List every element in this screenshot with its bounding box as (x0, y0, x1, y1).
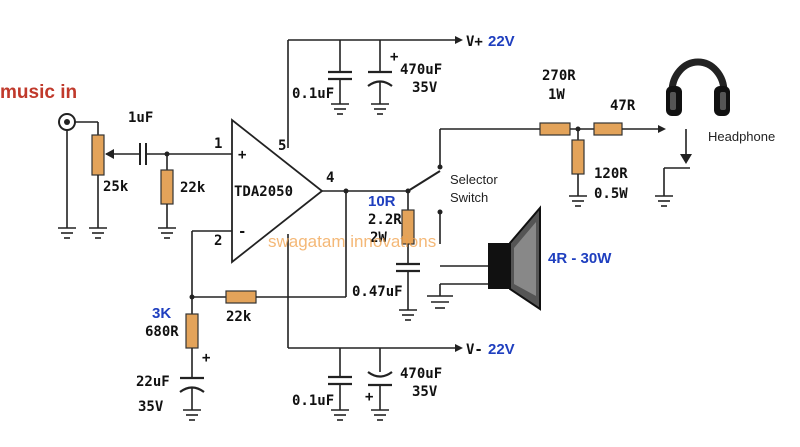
r-47 (593, 122, 623, 136)
c-in-label: 1uF (128, 110, 153, 126)
svg-text:+: + (365, 389, 373, 405)
tda2050-ic (231, 118, 324, 264)
svg-text:1: 1 (214, 136, 222, 152)
c-neg-small-label: 0.1uF (292, 393, 334, 409)
r-270-watt: 1W (548, 87, 565, 103)
ground-icon (371, 103, 389, 115)
ground-icon (158, 227, 176, 239)
c-neg-big-label: 470uF (400, 366, 442, 382)
r-120-watt: 0.5W (594, 186, 628, 202)
r-120 (571, 139, 585, 175)
svg-text:2: 2 (214, 233, 222, 249)
r-bias-label: 22k (180, 180, 206, 196)
vneg-value: 22V (488, 341, 515, 358)
vneg-prefix: V- (466, 342, 483, 358)
ground-icon (331, 103, 349, 115)
vpos-value: 22V (488, 33, 515, 50)
ground-icon (371, 409, 389, 421)
svg-text:+: + (202, 350, 210, 366)
r-270 (539, 122, 571, 136)
c-22uf-volt: 35V (138, 399, 164, 415)
r-zobel-label: 2.2R (368, 212, 402, 228)
c-pos-small-label: 0.1uF (292, 86, 334, 102)
c-pos-big-volt: 35V (412, 80, 438, 96)
ground-icon (58, 227, 76, 239)
r-fb-label: 22k (226, 309, 252, 325)
ground-icon (569, 195, 587, 207)
r-120-label: 120R (594, 166, 628, 182)
ground-icon (399, 309, 417, 321)
r-270-label: 270R (542, 68, 576, 84)
rca-jack-icon (58, 113, 76, 131)
r-680-label: 680R (145, 324, 179, 340)
ground-icon (427, 295, 453, 309)
headphone-label: Headphone (708, 129, 775, 144)
svg-text:4: 4 (326, 170, 334, 186)
r-fb-22k (225, 290, 257, 304)
pot-25k (91, 134, 105, 176)
ground-icon (89, 227, 107, 239)
r-bias-22k (160, 169, 174, 205)
ic-label: TDA2050 (234, 184, 293, 200)
ground-icon (183, 409, 201, 421)
watermark: swagatam innovations (268, 232, 436, 251)
c-neg-big-volt: 35V (412, 384, 438, 400)
svg-text:+: + (390, 49, 398, 65)
ground-icon (331, 409, 349, 421)
c-zobel-label: 0.47uF (352, 284, 403, 300)
headphone-icon (666, 58, 730, 116)
selector-label-2: Switch (450, 190, 488, 205)
c-22uf-label: 22uF (136, 374, 170, 390)
r-47-label: 47R (610, 98, 636, 114)
svg-text:+: + (238, 147, 246, 163)
ground-icon (655, 195, 673, 207)
c-pos-big-label: 470uF (400, 62, 442, 78)
music-in-title: music in (0, 82, 77, 103)
speaker-icon (488, 205, 541, 311)
speaker-label: 4R - 30W (548, 250, 612, 267)
vpos-prefix: V+ (466, 34, 483, 50)
selector-label-1: Selector (450, 172, 498, 187)
pot-label: 25k (103, 179, 129, 195)
r-zobel-alt: 10R (368, 193, 396, 210)
svg-text:-: - (238, 224, 246, 240)
svg-text:5: 5 (278, 138, 286, 154)
r-680 (185, 313, 199, 349)
r-zobel-watt: 2W (370, 230, 387, 246)
r-680-alt: 3K (152, 305, 171, 322)
